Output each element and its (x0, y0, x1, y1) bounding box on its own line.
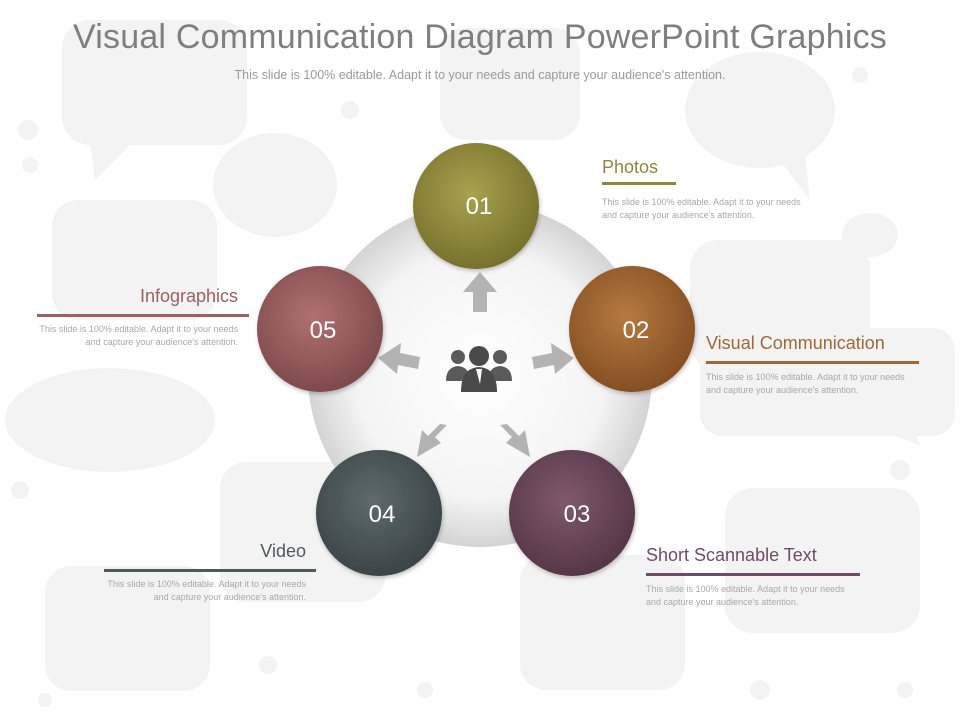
page-title: Visual Communication Diagram PowerPoint … (73, 18, 887, 56)
desc-infographics: This slide is 100% editable. Adapt it to… (39, 324, 238, 347)
node-01-number: 01 (466, 193, 493, 220)
bubble-shape (440, 28, 580, 140)
bubble-shape (685, 52, 835, 168)
label-photos: Photos (602, 157, 659, 177)
arrow-to-04 (417, 424, 447, 457)
arrow-to-05 (378, 343, 420, 374)
bubble-tail (90, 140, 135, 180)
underline-video (104, 569, 316, 572)
bubble-tail (780, 155, 810, 200)
node-02 (569, 266, 695, 392)
bubble-tail (880, 410, 920, 445)
underline-visual-communication (706, 361, 919, 364)
desc-photos: This slide is 100% editable. Adapt it to… (602, 197, 801, 220)
label-infographics: Infographics (139, 286, 238, 306)
underline-short-scannable-text (646, 573, 860, 576)
bubble-shape (45, 566, 210, 691)
node-04-number: 04 (369, 501, 396, 528)
bubble-shape (842, 213, 898, 257)
bubble-shape (5, 368, 215, 472)
desc-visual-communication: This slide is 100% editable. Adapt it to… (706, 372, 905, 395)
desc-short-scannable-text: This slide is 100% editable. Adapt it to… (646, 584, 845, 607)
node-03-number: 03 (564, 501, 591, 528)
bubble-shape (520, 555, 685, 690)
bubble-shape (700, 328, 955, 436)
node-03 (509, 450, 635, 576)
bubble-shape (213, 133, 337, 237)
underline-infographics (37, 314, 249, 317)
arrow-to-01 (463, 272, 497, 312)
bubble-shape (62, 20, 247, 145)
underline-photos (602, 182, 676, 185)
node-05 (257, 266, 383, 392)
arrow-to-02 (532, 343, 574, 374)
desc-video: This slide is 100% editable. Adapt it to… (107, 579, 306, 602)
node-02-number: 02 (623, 317, 650, 344)
arrow-to-03 (500, 424, 530, 457)
people-group-icon (446, 346, 512, 392)
node-01 (413, 143, 539, 269)
bubble-shape (725, 488, 920, 633)
label-video: Video (260, 541, 306, 561)
label-visual-communication: Visual Communication (706, 333, 885, 353)
node-04 (316, 450, 442, 576)
bubble-shape (52, 200, 217, 320)
page-subtitle: This slide is 100% editable. Adapt it to… (234, 68, 726, 82)
label-short-scannable-text: Short Scannable Text (646, 545, 817, 565)
node-05-number: 05 (310, 317, 337, 344)
